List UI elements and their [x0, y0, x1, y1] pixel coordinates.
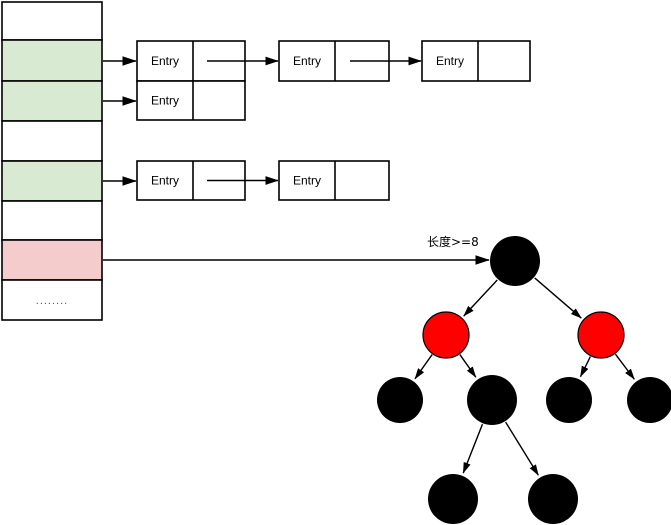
- tree-edge-n-right-to-n-rr: [614, 353, 635, 380]
- bucket-cell-2: [1, 80, 103, 122]
- tree-edge-root-to-n-left: [463, 279, 498, 317]
- tree-node-n-lrr: [528, 474, 578, 524]
- entry-label: Entry: [151, 94, 179, 108]
- tree-edge-n-lr-to-n-lrl: [462, 423, 484, 474]
- tree-node-n-lrl: [428, 474, 478, 524]
- diagram-labels-group: 长度>=8: [427, 234, 479, 249]
- entry-label: Entry: [151, 54, 179, 68]
- entry-label: Entry: [151, 174, 179, 188]
- tree-node-n-rl: [546, 377, 592, 423]
- tree-nodes-group: [377, 236, 671, 524]
- entry-box: [278, 160, 390, 201]
- chain-row-3-entry-1: Entry: [278, 160, 390, 201]
- entry-box: [136, 80, 246, 121]
- bucket-cell-label-7: ........: [36, 295, 68, 307]
- chain-row-2-entry-0: Entry: [136, 80, 246, 121]
- tree-edge-n-lr-to-n-lrr: [505, 421, 539, 476]
- tree-edges-group: [414, 277, 635, 476]
- tree-node-n-rr: [627, 377, 671, 423]
- treeify-condition-label: 长度>=8: [427, 234, 479, 249]
- bucket-cell-6: [1, 239, 103, 281]
- entry-label: Entry: [436, 54, 464, 68]
- chain-row-1-entry-2: Entry: [421, 40, 531, 82]
- entry-box: [421, 40, 531, 82]
- chain-row-3-entry-0: Entry: [136, 160, 279, 201]
- entry-label: Entry: [293, 174, 321, 188]
- bucket-cell-5: [1, 200, 103, 241]
- bucket-cell-0: [1, 1, 103, 41]
- tree-node-n-lr: [467, 375, 517, 425]
- tree-edge-root-to-n-right: [534, 277, 582, 319]
- tree-node-n-ll: [377, 377, 423, 423]
- tree-edge-n-left-to-n-ll: [414, 354, 433, 380]
- tree-node-n-left: [422, 311, 470, 359]
- bucket-cell-3: [1, 120, 103, 162]
- bucket-cell-1: [1, 39, 103, 82]
- tree-edge-n-right-to-n-rl: [579, 356, 592, 378]
- chain-row-1-entry-0: Entry: [136, 40, 279, 82]
- tree-edge-n-left-to-n-lr: [459, 354, 477, 378]
- chain-row-1-entry-1: Entry: [278, 40, 422, 82]
- bucket-array-group: ........: [1, 1, 103, 321]
- bucket-cell-4: [1, 160, 103, 202]
- entry-label: Entry: [293, 54, 321, 68]
- bucket-cell-7: [1, 279, 103, 321]
- entry-box: [136, 160, 246, 201]
- tree-node-root: [490, 236, 540, 286]
- bucket-arrows-group: [103, 56, 490, 265]
- tree-node-n-right: [577, 311, 625, 359]
